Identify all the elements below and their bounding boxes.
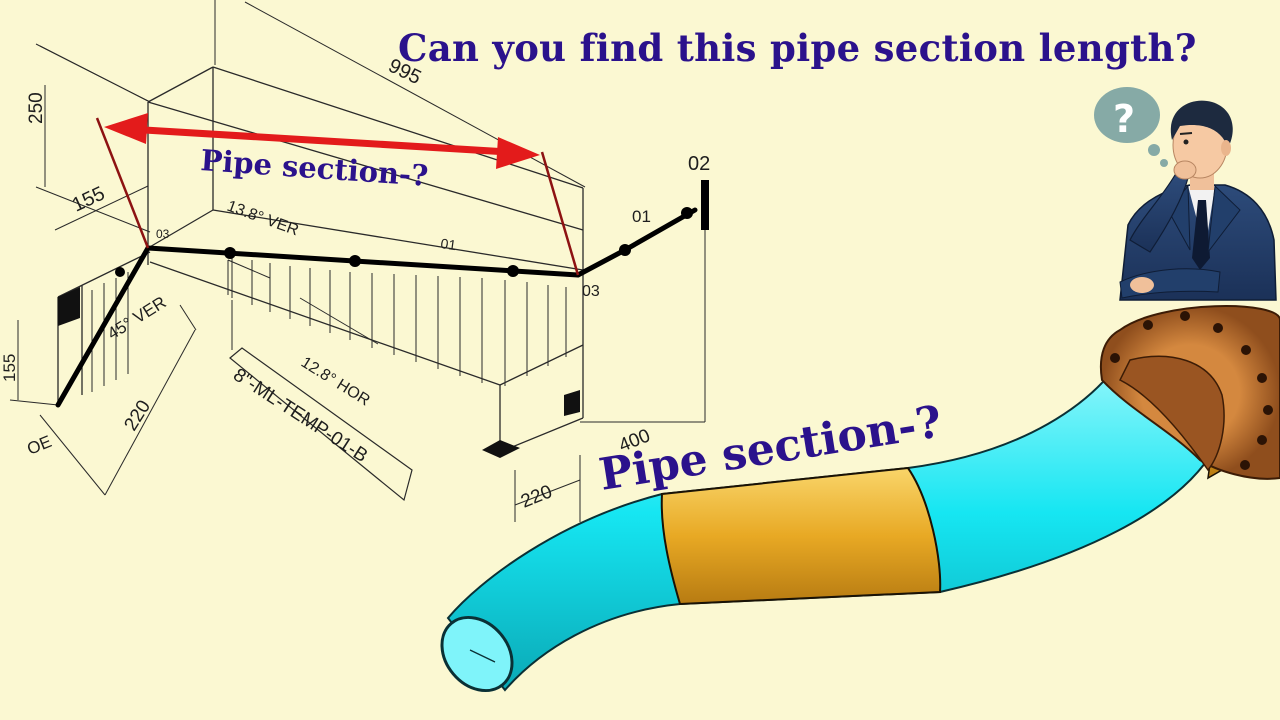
callouts: Pipe section-? Pipe section-? — [200, 143, 946, 501]
box-outline — [57, 66, 584, 453]
hatching — [91, 258, 567, 392]
dim-250: 250 — [26, 92, 47, 124]
tag-03-right: 03 — [582, 283, 600, 300]
dim-220-bottom: 220 — [518, 481, 555, 512]
angle-12-8-hor: 12.8° HOR — [298, 354, 373, 410]
fill-marks — [58, 287, 580, 458]
drawing-labels: 250 995 155 155 220 220 400 13.8° VER 45… — [0, 55, 710, 513]
red-arrow — [104, 113, 540, 169]
tag-02: 02 — [688, 153, 710, 175]
pipe-section-yellow — [660, 466, 942, 606]
dim-155-top: 155 — [69, 182, 109, 216]
callout-iso: Pipe section-? — [200, 143, 430, 193]
headline: Can you find this pipe section length? — [398, 26, 1197, 70]
line-number-box — [229, 347, 413, 502]
angle-13-8-ver: 13.8° VER — [225, 198, 301, 240]
isometric-drawing — [9, 0, 709, 522]
dim-220-mid: 220 — [120, 397, 155, 435]
dim-155-left: 155 — [0, 354, 19, 382]
pipe-3d-model — [440, 305, 1280, 693]
question-bubble-icon: ? — [1094, 87, 1168, 167]
tag-03-left: 03 — [156, 227, 170, 241]
tag-01-right: 01 — [632, 207, 651, 226]
tag-oe: OE — [24, 432, 54, 459]
tag-01-middle: 01 — [440, 235, 458, 253]
flange — [1100, 305, 1280, 480]
thinking-man-icon: ? — [1094, 87, 1277, 301]
angle-45-ver: 45° VER — [104, 293, 170, 344]
svg-text:?: ? — [1113, 97, 1135, 141]
pipe-nodes — [115, 207, 693, 277]
